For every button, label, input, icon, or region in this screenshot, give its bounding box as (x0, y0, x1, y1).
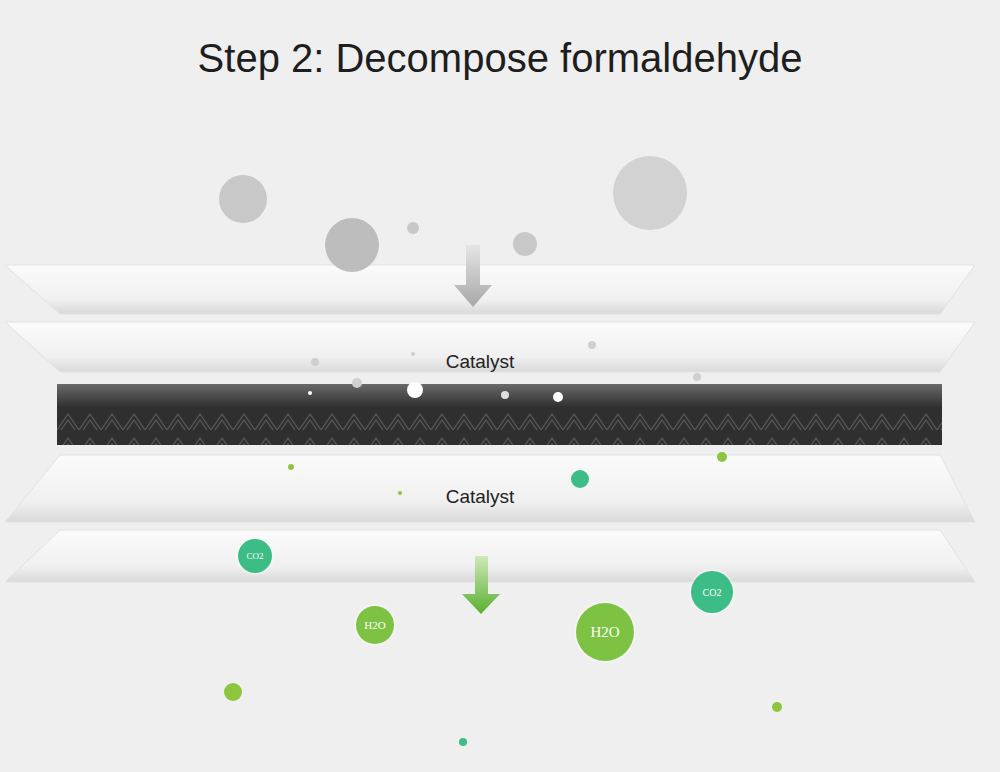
flow-arrows (454, 245, 500, 614)
formaldehyde-particles (219, 156, 701, 402)
molecule-formula: CO2 (703, 587, 722, 598)
molecule-formula: H2O (590, 624, 619, 641)
molecule-formula: CO2 (246, 551, 263, 561)
layer-label: Catalyst (446, 351, 515, 373)
layer-label: Catalyst (446, 486, 515, 508)
molecule-bubble: H2O (356, 606, 394, 644)
green-particles (224, 452, 782, 746)
molecule-formula: H2O (364, 619, 385, 631)
sheets (5, 265, 975, 582)
molecule-bubble: CO2 (238, 539, 272, 573)
molecule-bubble: H2O (576, 603, 634, 661)
molecule-bubble: CO2 (691, 571, 733, 613)
title: Step 2: Decompose formaldehyde (198, 36, 803, 81)
